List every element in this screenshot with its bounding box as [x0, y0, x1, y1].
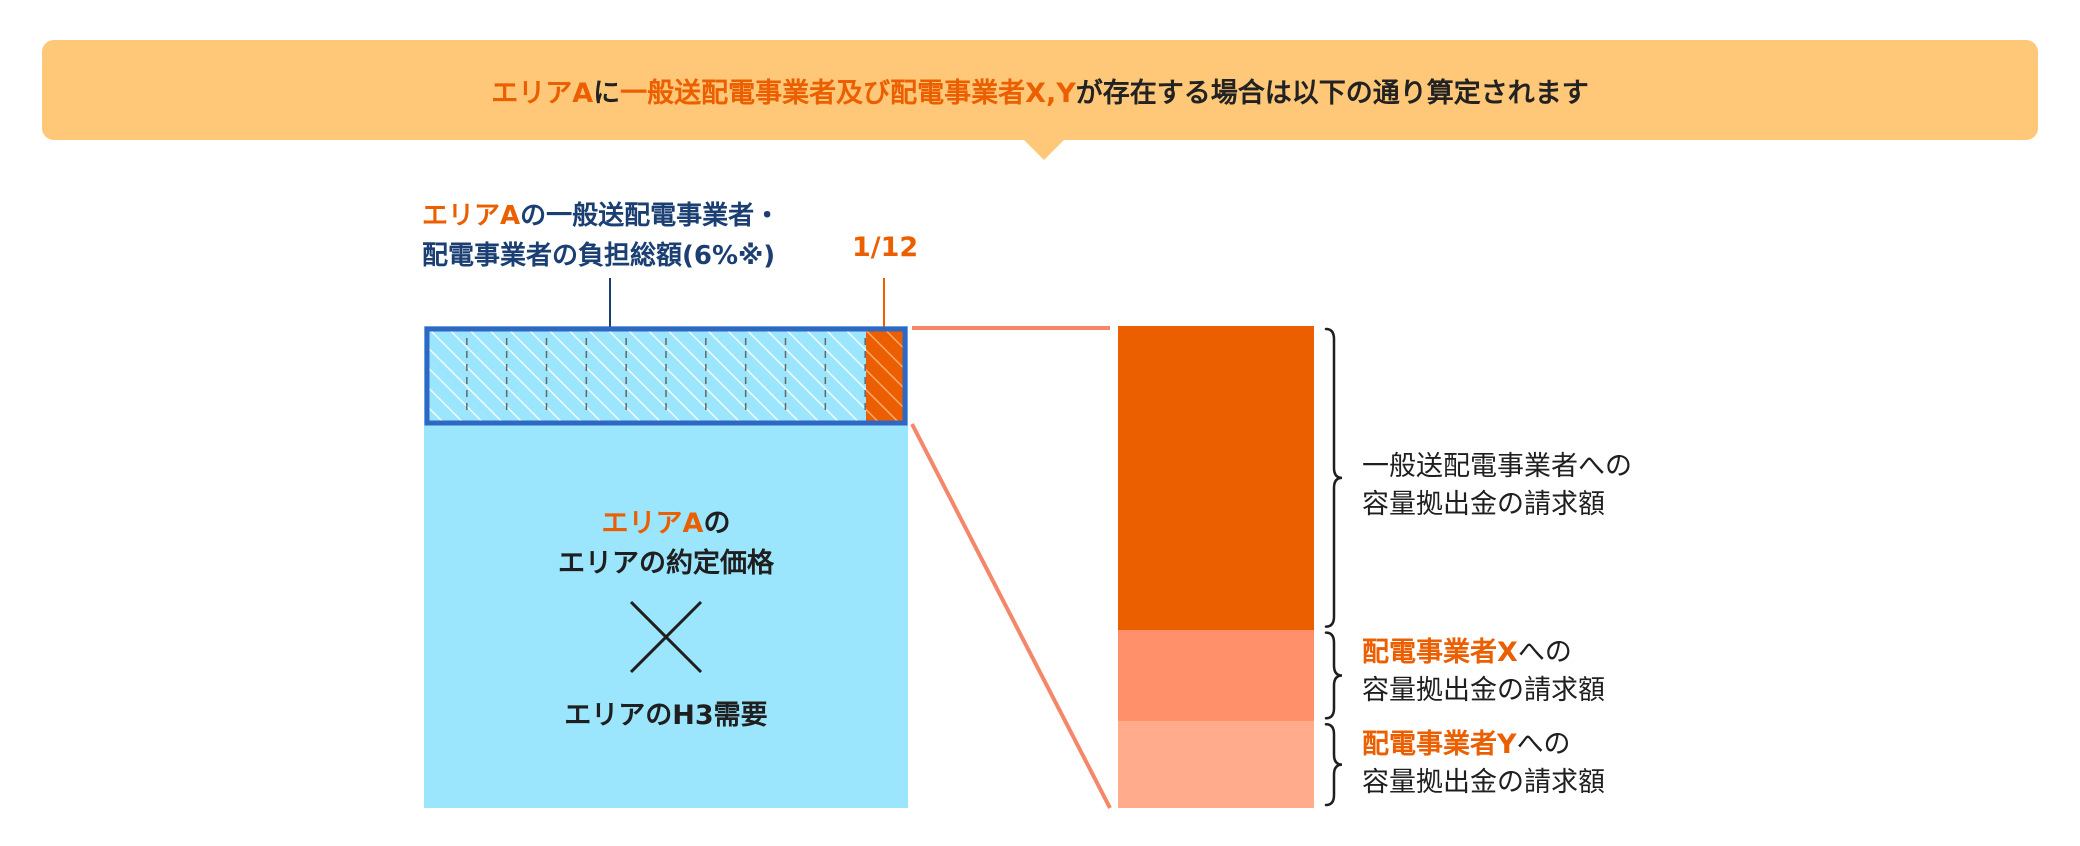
- multiply-icon-stroke-2: [629, 600, 703, 674]
- breakdown-label-line-1: 配電事業者Xへの: [1362, 634, 1605, 672]
- header-area-name: エリアA: [491, 77, 594, 109]
- operator-name: 配電事業者Y: [1362, 729, 1517, 760]
- breakdown-label-3: 配電事業者Yへの容量拠出金の請求額: [1362, 726, 1605, 802]
- brace-1: [1324, 327, 1343, 628]
- area-name-line: エリアAの: [424, 504, 908, 544]
- operator-suffix: への: [1517, 637, 1572, 668]
- brace-2: [1324, 631, 1343, 720]
- one-twelfth-segment: [866, 329, 905, 423]
- operator-suffix: 一般送配電事業者への: [1362, 451, 1632, 482]
- header-banner: エリアA に 一般送配電事業者及び配電事業者X,Y が存在する場合は以下の通り算…: [42, 40, 2038, 140]
- breakdown-label-2: 配電事業者Xへの容量拠出金の請求額: [1362, 634, 1605, 710]
- header-operators: 一般送配電事業者及び配電事業者X,Y: [620, 77, 1076, 109]
- breakdown-label-line-2: 容量拠出金の請求額: [1362, 489, 1605, 520]
- area-demand-label: エリアのH3需要: [564, 700, 768, 731]
- breakdown-label-line-2: 容量拠出金の請求額: [1362, 767, 1605, 798]
- breakdown-block-1: [1118, 326, 1314, 631]
- breakdown-block-3: [1118, 721, 1314, 809]
- breakdown-label-1: 一般送配電事業者への容量拠出金の請求額: [1362, 448, 1632, 524]
- area-name: エリアA: [601, 508, 704, 539]
- total-burden-border: [424, 326, 908, 426]
- total-burden-line-1: エリアAの一般送配電事業者・: [422, 196, 780, 236]
- header-text-particle: に: [593, 77, 621, 109]
- area-price-label: エリアAの エリアの約定価格: [424, 504, 908, 584]
- share-label: 1/12: [852, 232, 919, 263]
- zoom-line-bottom: [910, 423, 1112, 809]
- breakdown-label-line-1: 配電事業者Yへの: [1362, 726, 1605, 764]
- breakdown-label-line-1: 一般送配電事業者への: [1362, 448, 1632, 486]
- header-text-rest: が存在する場合は以下の通り算定されます: [1075, 77, 1589, 109]
- total-burden-title: の一般送配電事業者・: [520, 201, 781, 231]
- brace-3: [1324, 722, 1343, 807]
- operator-suffix: への: [1516, 729, 1571, 760]
- breakdown-block-2: [1118, 629, 1314, 722]
- brace-group: [1324, 327, 1343, 807]
- total-burden-area: エリアA: [422, 201, 521, 231]
- area-name-suffix: の: [703, 508, 731, 539]
- breakdown-label-line-2: 容量拠出金の請求額: [1362, 675, 1605, 706]
- total-burden-label: エリアAの一般送配電事業者・ 配電事業者の負担総額(6%※): [422, 196, 780, 276]
- area-price-text: エリアの約定価格: [558, 548, 774, 579]
- banner-pointer: [1024, 140, 1064, 160]
- total-burden-line-2: 配電事業者の負担総額(6%※): [422, 241, 776, 271]
- operator-name: 配電事業者X: [1362, 637, 1518, 668]
